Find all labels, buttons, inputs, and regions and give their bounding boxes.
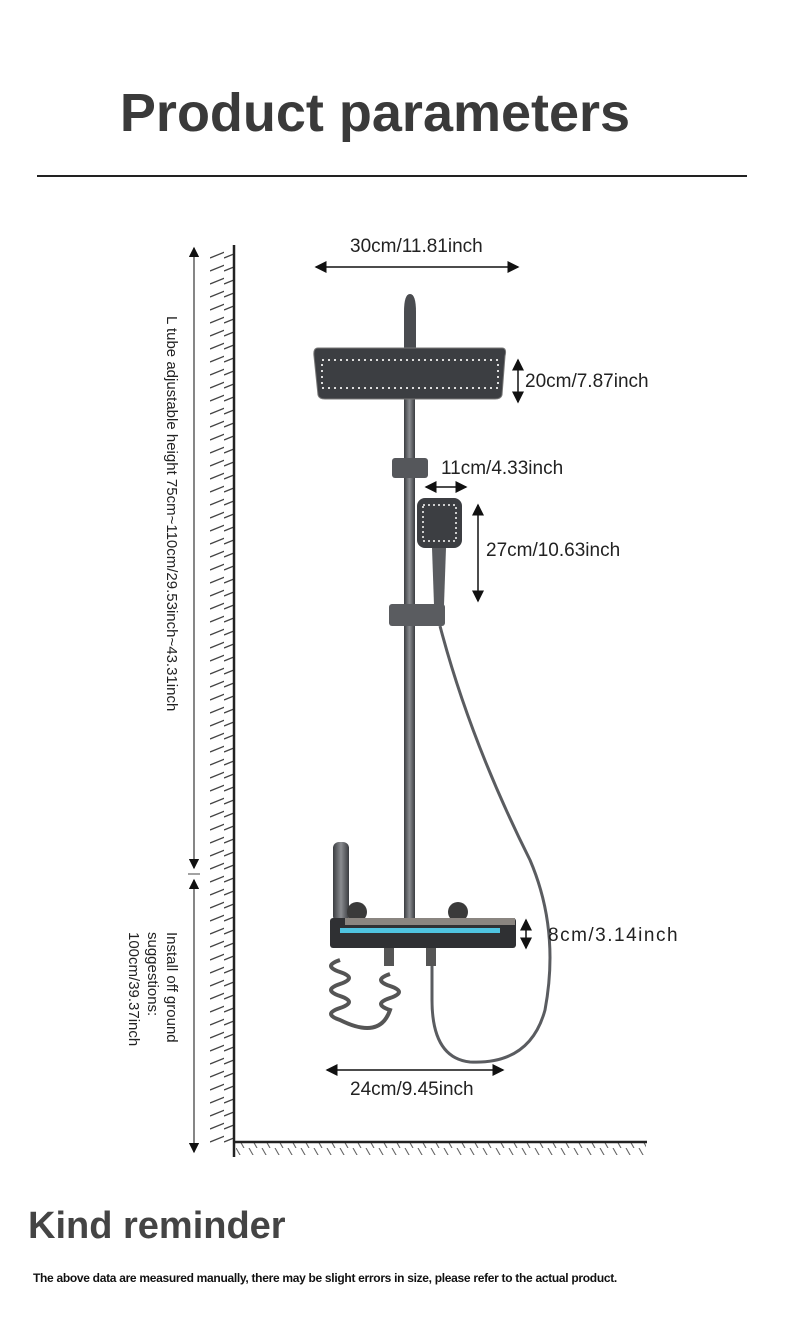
top-arm — [404, 294, 416, 348]
head-width-label: 30cm/11.81inch — [350, 236, 483, 257]
install-label-line2: suggestions: — [144, 932, 161, 1017]
tube-height-label: L tube adjustable height 75cm~110cm/29.5… — [163, 316, 180, 712]
handheld-width-label: 11cm/4.33inch — [441, 458, 564, 479]
head-depth-label: 20cm/7.87inch — [525, 371, 649, 392]
handheld-head — [417, 498, 462, 548]
install-label-line1: Install off ground — [163, 932, 180, 1043]
panel-height-label: 8cm/3.14inch — [548, 925, 680, 946]
shower-hose — [430, 625, 552, 1064]
handheld-handle — [432, 548, 446, 605]
panel-light-strip — [340, 928, 500, 933]
panel-width-label: 24cm/9.45inch — [350, 1079, 474, 1100]
page-title: Product parameters — [119, 83, 631, 143]
height-slider — [392, 458, 428, 478]
wall-hatching — [210, 248, 233, 1143]
floor-hatching — [236, 1143, 646, 1155]
reminder-heading: Kind reminder — [28, 1205, 286, 1247]
rain-shower-head — [313, 347, 507, 400]
reminder-note: The above data are measured manually, th… — [33, 1271, 617, 1285]
install-label-line3: 100cm/39.37inch — [125, 932, 142, 1047]
bidet-sprayer — [333, 842, 349, 922]
slide-rail — [404, 395, 415, 925]
coiled-hose — [329, 958, 401, 1030]
handheld-height-label: 27cm/10.63inch — [486, 540, 621, 561]
title-divider — [37, 175, 747, 177]
handheld-bracket — [389, 604, 445, 626]
